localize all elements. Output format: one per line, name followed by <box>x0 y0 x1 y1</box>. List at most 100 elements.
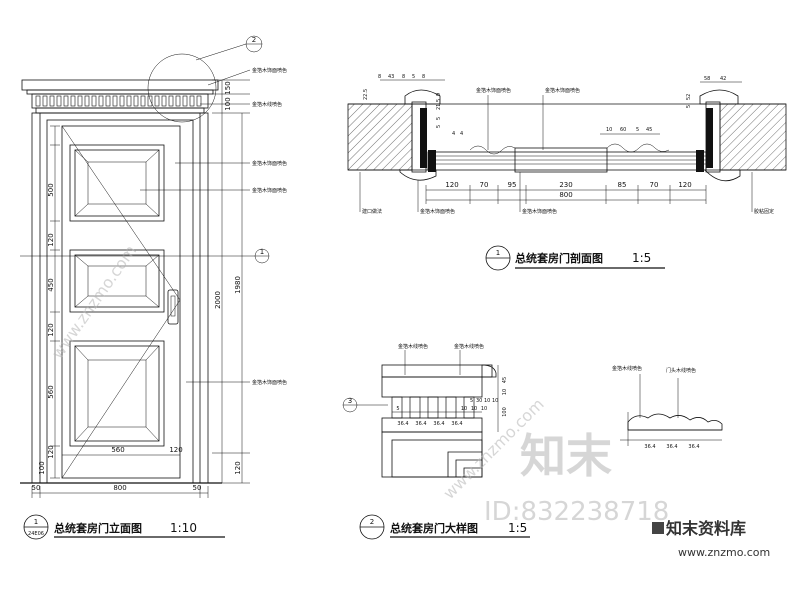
dentil <box>49 95 55 107</box>
watermark-brand: 知末 <box>520 429 612 483</box>
architrave-top-left <box>404 89 441 105</box>
wall-left <box>347 103 413 171</box>
dim-label: 5 <box>396 406 399 412</box>
dim-label: 45 <box>502 377 508 383</box>
door-detail: 金箔木线喷色 金箔木线喷色 36.4 36.4 36.4 36.4 5 10 1… <box>342 343 530 540</box>
dentil <box>105 95 111 107</box>
detail-title: 总统套房门大样图 <box>390 521 478 535</box>
plan-dims-top: 8 43 8 5 8 58 42 22.5 9 21.5 5 5 52 5 <box>363 74 742 128</box>
plan-notes: 金箔木饰面喷色 金箔木饰面喷色 建口做法 金箔木饰面喷色 金箔木饰面喷色 胶粘固… <box>359 87 774 215</box>
material-note: 金箔木饰面喷色 <box>252 160 287 167</box>
dentil <box>154 95 160 107</box>
material-note: 金箔木饰面喷色 <box>420 208 455 215</box>
watermark-logo: 知末资料库 <box>652 519 746 538</box>
elevation-scale: 1:10 <box>170 521 197 535</box>
dentil <box>91 95 97 107</box>
dentil <box>147 95 153 107</box>
dim-label: 800 <box>559 191 572 199</box>
dim-label: 36.4 <box>415 421 426 427</box>
material-note: 胶粘固定 <box>754 208 774 215</box>
dim-label: 5 <box>636 127 639 133</box>
architrave-top-right <box>699 89 739 105</box>
dim-label: 30 <box>476 398 482 404</box>
dim-label: 120 <box>47 323 55 336</box>
plan-scale: 1:5 <box>632 251 651 265</box>
dim-label: 8 <box>402 74 405 80</box>
material-note: 金箔木饰面喷色 <box>522 208 557 215</box>
dim-label: 5 <box>686 105 692 108</box>
dim-label: 36.4 <box>688 444 699 450</box>
title-callout-num: 1 <box>496 249 500 257</box>
dim-label: 50 <box>193 484 202 492</box>
detail-title-block: 2 总统套房门大样图 1:5 <box>359 514 530 540</box>
dim-label: 120 <box>234 461 242 474</box>
dim-label: 52 <box>686 94 692 100</box>
door-panel-top <box>69 144 165 222</box>
detail-scale: 1:5 <box>508 521 527 535</box>
dentil <box>63 95 69 107</box>
dentil <box>84 95 90 107</box>
jamb-right-core <box>706 108 713 168</box>
plan-title-block: 1 总统套房门剖面图 1:5 <box>485 245 665 271</box>
dentil <box>126 95 132 107</box>
dim-label: 120 <box>47 233 55 246</box>
dim-label: 10 <box>606 127 612 133</box>
section-marker: 1 <box>20 248 270 264</box>
material-note: 金箔木饰面喷色 <box>252 187 287 194</box>
architrave-bottom-right <box>704 169 741 182</box>
dim-label: 58 <box>704 76 710 82</box>
dim-label: 120 <box>678 181 691 189</box>
dim-label: 9 <box>436 93 442 96</box>
material-note: 金箔木饰面喷色 <box>545 87 580 94</box>
dim-label: 70 <box>480 181 489 189</box>
dim-label: 1980 <box>234 276 242 294</box>
dim-label: 8 <box>422 74 425 80</box>
dim-label: 45 <box>646 127 652 133</box>
dim-label: 230 <box>559 181 572 189</box>
dim-label: 5 <box>412 74 415 80</box>
door-frame-inner <box>39 112 201 484</box>
elevation-notes: 金箔木饰面喷色 金箔木线喷色 金箔木饰面喷色 金箔木饰面喷色 金箔木饰面喷色 <box>140 67 287 386</box>
plan-title: 总统套房门剖面图 <box>515 251 603 265</box>
wall-right <box>719 103 787 171</box>
dentil <box>168 95 174 107</box>
detail-dentil <box>409 396 421 419</box>
material-note: 金箔木饰面喷色 <box>476 87 511 94</box>
dim-label: 50 <box>32 484 41 492</box>
detail-dentil <box>427 396 439 419</box>
dim-label: 450 <box>47 278 55 291</box>
dim-label: 120 <box>169 446 182 454</box>
door-swing-line <box>61 299 181 479</box>
material-note: 金箔木线喷色 <box>252 101 282 108</box>
door-panel-bottom <box>69 340 165 447</box>
dim-label: 8 <box>378 74 381 80</box>
plan-dims-bottom: 120 70 95 230 85 70 120 800 <box>425 181 707 204</box>
material-note: 金箔木饰面喷色 <box>252 67 287 74</box>
ref-tag-num: 3 <box>348 397 352 405</box>
dim-label: 120 <box>445 181 458 189</box>
door-leaf-section <box>427 143 707 173</box>
door-cornice <box>21 79 219 114</box>
dim-label: 120 <box>47 445 55 458</box>
dim-label: 36.4 <box>644 444 655 450</box>
material-note: 门头木线喷色 <box>666 367 696 374</box>
dim-label: 4 <box>452 131 455 137</box>
dim-label: 800 <box>113 484 126 492</box>
dim-label: 150 <box>224 81 232 94</box>
door-plan-section: 8 43 8 5 8 58 42 22.5 9 21.5 5 5 52 5 4 … <box>347 74 787 271</box>
dim-label: 5 <box>436 117 442 120</box>
detail-frieze <box>381 376 483 398</box>
dim-label: 42 <box>720 76 726 82</box>
dentil <box>119 95 125 107</box>
watermark-url: www.znzmo.com <box>678 546 770 559</box>
dim-label: 60 <box>620 127 626 133</box>
dim-chain-bottom: 560 120 50 800 50 <box>32 446 209 498</box>
dentil <box>35 95 41 107</box>
dim-label: 4 <box>460 131 463 137</box>
jamb-left-core <box>420 108 427 168</box>
dim-label: 5 <box>436 125 442 128</box>
dim-label: 43 <box>388 74 394 80</box>
detail-cornice-cap <box>381 364 493 378</box>
title-callout-ref: 24E06 <box>28 531 44 537</box>
